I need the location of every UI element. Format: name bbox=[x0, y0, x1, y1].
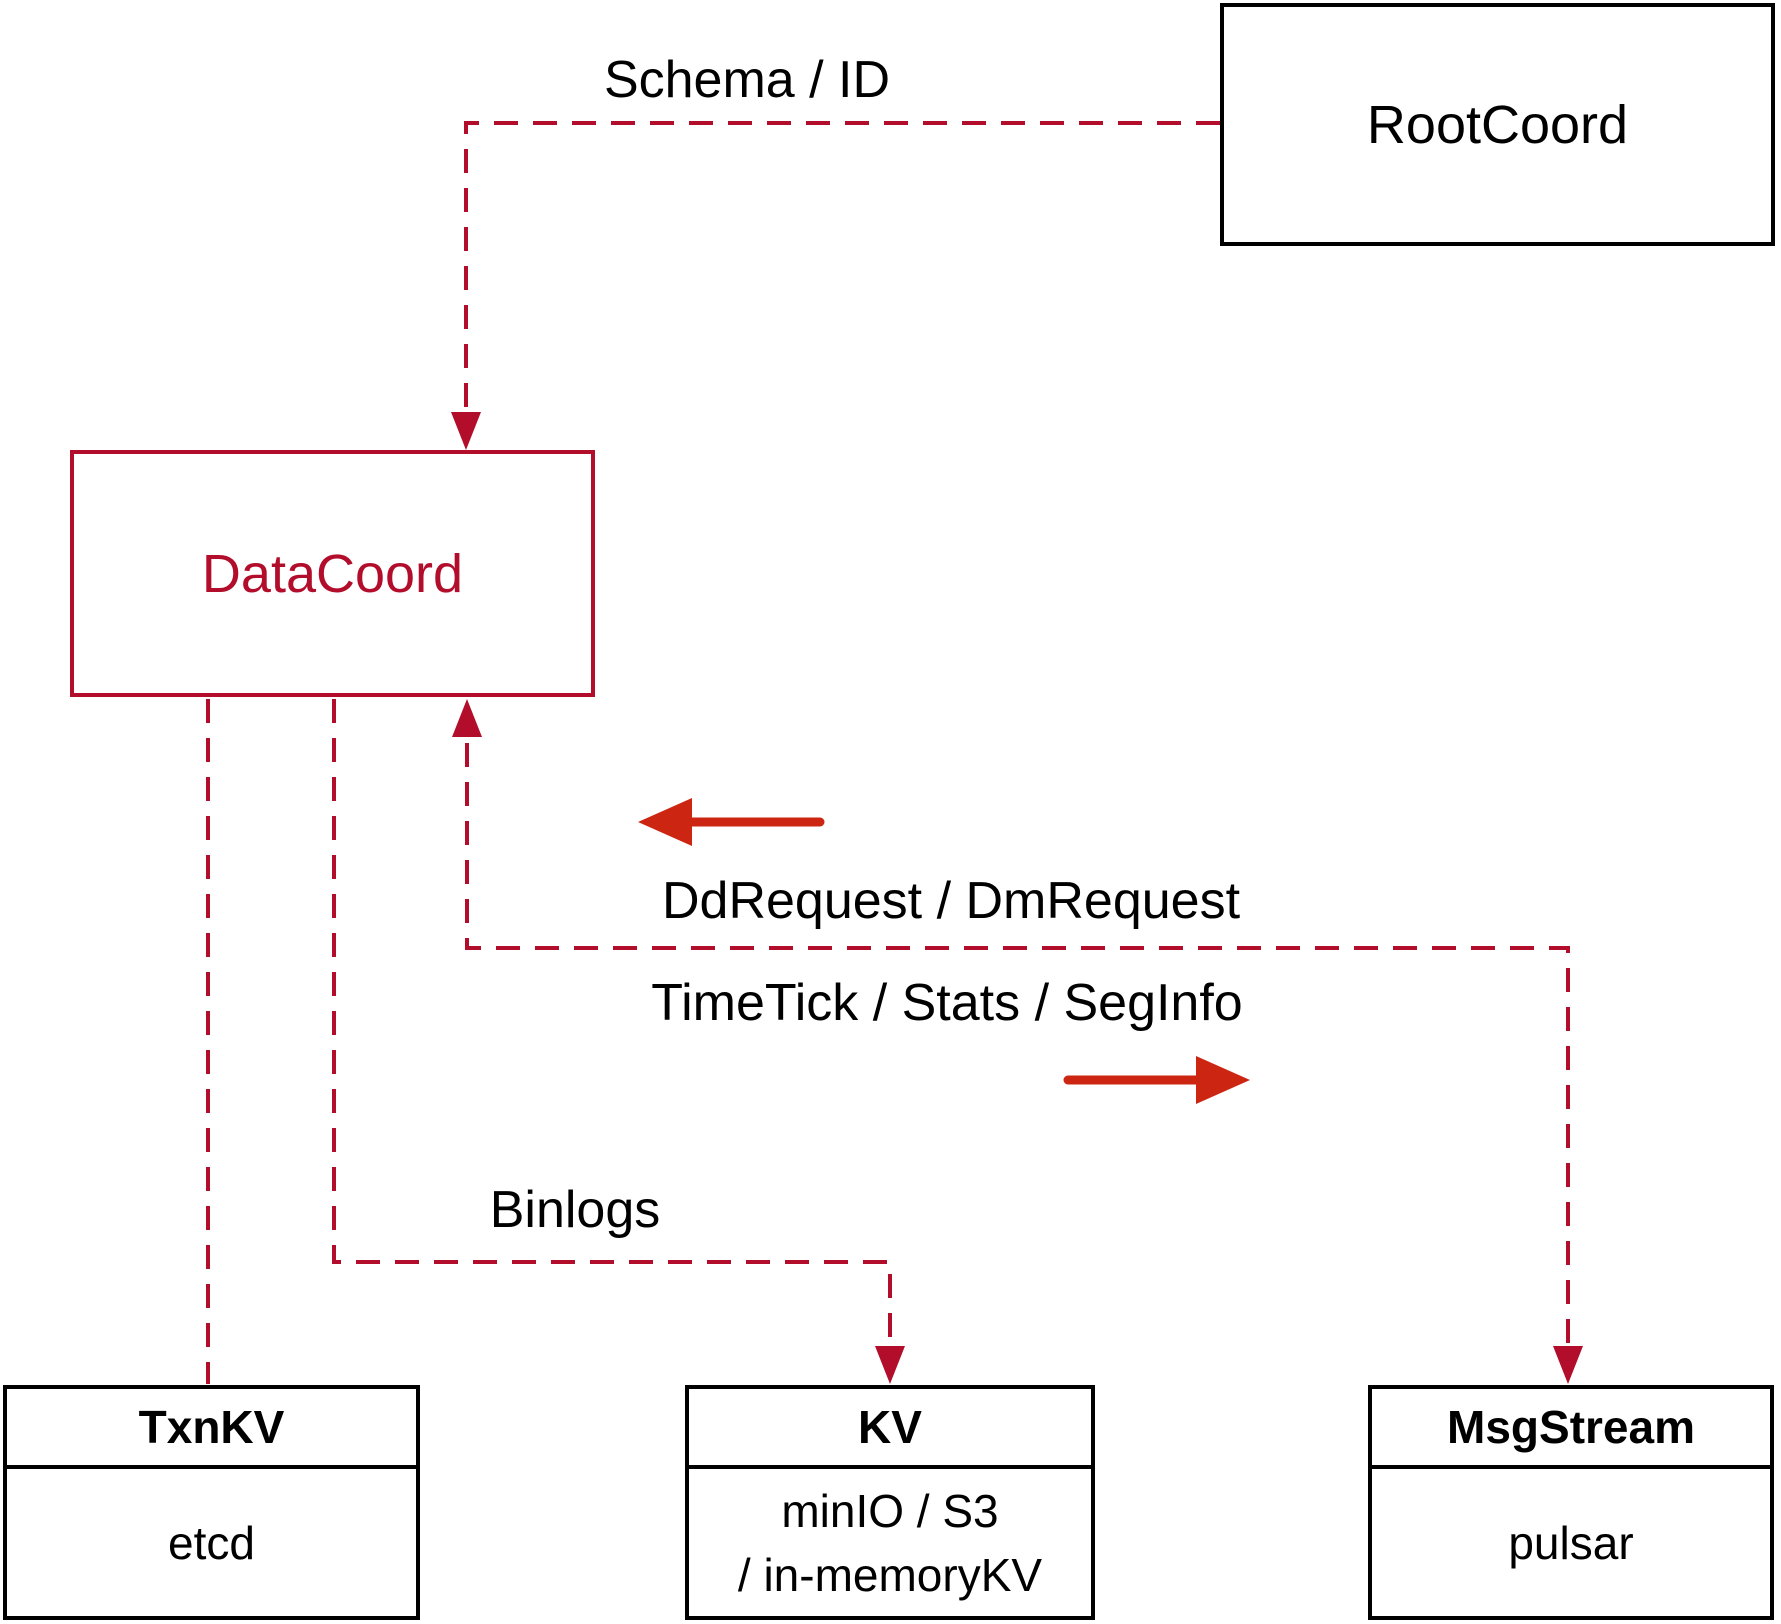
arrow-left-icon bbox=[638, 798, 692, 846]
edge-ddrequest-timetick bbox=[452, 699, 1583, 1384]
kv-body-line2: / in-memoryKV bbox=[737, 1548, 1043, 1601]
node-rootcoord: RootCoord bbox=[1220, 3, 1775, 246]
direction-arrow-left bbox=[638, 798, 825, 846]
kv-body: minIO / S3 / in-memoryKV bbox=[689, 1469, 1091, 1616]
arrow-right-icon bbox=[1196, 1056, 1250, 1104]
edge-schema-id-line bbox=[464, 121, 1220, 440]
arrowhead-up-into-datacoord-icon bbox=[452, 699, 482, 737]
node-datacoord: DataCoord bbox=[70, 450, 595, 697]
kv-header: KV bbox=[689, 1389, 1091, 1469]
kv-body-line1: minIO / S3 bbox=[781, 1484, 999, 1537]
arrowhead-down-into-kv-icon bbox=[875, 1346, 905, 1384]
edge-label-schema-id: Schema / ID bbox=[603, 51, 891, 109]
msgstream-header: MsgStream bbox=[1372, 1389, 1770, 1469]
msgstream-body-text: pulsar bbox=[1508, 1516, 1634, 1569]
direction-arrow-right bbox=[1063, 1056, 1250, 1104]
arrowhead-down-into-msgstream-icon bbox=[1553, 1346, 1583, 1384]
edge-ddrequest-timetick-line bbox=[465, 743, 1570, 1374]
edge-schema-id bbox=[451, 121, 1220, 450]
msgstream-body: pulsar bbox=[1372, 1469, 1770, 1616]
edge-label-ddrequest-dmrequest: DdRequest / DmRequest bbox=[661, 872, 1241, 930]
txnkv-body-text: etcd bbox=[168, 1516, 255, 1569]
txnkv-header: TxnKV bbox=[7, 1389, 416, 1469]
node-txnkv: TxnKV etcd bbox=[3, 1385, 420, 1620]
edge-label-timetick-stats-seginfo: TimeTick / Stats / SegInfo bbox=[651, 974, 1243, 1032]
arrowhead-down-into-datacoord-icon bbox=[451, 412, 481, 450]
node-msgstream: MsgStream pulsar bbox=[1368, 1385, 1774, 1620]
datacoord-label: DataCoord bbox=[201, 543, 464, 604]
edge-binlogs-line bbox=[332, 699, 892, 1374]
rootcoord-label: RootCoord bbox=[1366, 94, 1629, 155]
txnkv-body: etcd bbox=[7, 1469, 416, 1616]
edge-label-binlogs: Binlogs bbox=[489, 1181, 661, 1239]
edge-binlogs bbox=[332, 699, 905, 1384]
node-kv: KV minIO / S3 / in-memoryKV bbox=[685, 1385, 1095, 1620]
